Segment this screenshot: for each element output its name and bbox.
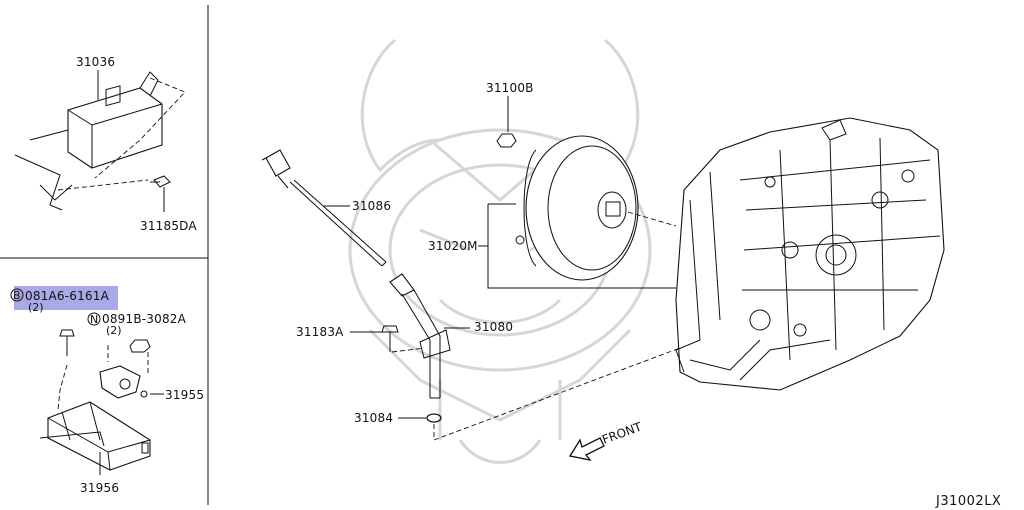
torque-converter-31020m bbox=[515, 135, 639, 281]
part-label-31955[interactable]: 31955 bbox=[165, 388, 204, 402]
qty-0891b: (2) bbox=[106, 324, 122, 337]
drawing-code: J31002LX bbox=[935, 494, 1001, 509]
front-arrow bbox=[568, 437, 605, 461]
part-label-31080[interactable]: 31080 bbox=[474, 320, 513, 334]
transmission-assembly bbox=[675, 117, 945, 391]
prefix-n: N bbox=[90, 313, 98, 326]
bolt-31183a bbox=[381, 325, 425, 353]
part-label-31036[interactable]: 31036 bbox=[76, 55, 115, 69]
bolt-31185da bbox=[150, 175, 171, 212]
prefix-b: B bbox=[13, 289, 21, 302]
part-label-31086[interactable]: 31086 bbox=[352, 199, 391, 213]
part-label-31020m[interactable]: 31020M bbox=[428, 239, 478, 253]
part-label-31100b[interactable]: 31100B bbox=[486, 81, 534, 95]
control-unit-31036 bbox=[14, 71, 186, 211]
bracket-31956 bbox=[39, 401, 151, 471]
o-ring-31084 bbox=[426, 413, 442, 423]
dash-to-input-shaft bbox=[627, 211, 677, 227]
watermark-emblem bbox=[348, 38, 652, 464]
part-label-31956[interactable]: 31956 bbox=[80, 481, 119, 495]
prefix-circle-b bbox=[10, 288, 24, 302]
front-label: FRONT bbox=[600, 419, 644, 446]
part-label-0891b[interactable]: 0891B-3082A bbox=[102, 312, 187, 326]
highlight-box-081a6 bbox=[14, 286, 118, 310]
dipstick-31086 bbox=[261, 149, 387, 267]
bolt-081a6 bbox=[57, 329, 75, 411]
qty-081a6: (2) bbox=[28, 301, 44, 314]
nut-31100b bbox=[496, 133, 517, 148]
nut-0891b bbox=[107, 339, 151, 375]
bracket-31020m bbox=[487, 203, 676, 289]
tube-31080 bbox=[389, 273, 451, 399]
prefix-circle-n bbox=[87, 312, 101, 326]
part-label-31084[interactable]: 31084 bbox=[354, 411, 393, 425]
part-label-081a6[interactable]: 081A6-6161A bbox=[25, 289, 110, 303]
part-label-31185da[interactable]: 31185DA bbox=[140, 219, 197, 233]
dash-to-transmission bbox=[433, 347, 681, 441]
part-label-31183a[interactable]: 31183A bbox=[296, 325, 344, 339]
sensor-31955 bbox=[99, 365, 148, 399]
